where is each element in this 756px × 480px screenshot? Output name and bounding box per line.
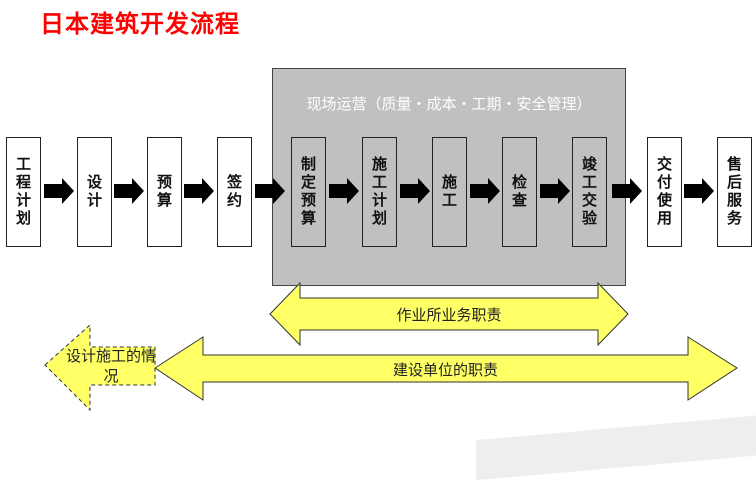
step-handover: 交付使用: [647, 137, 682, 247]
step-project-plan: 工程计划: [6, 137, 41, 247]
step-design: 设计: [77, 137, 112, 247]
flow-arrow-icon: [114, 178, 144, 204]
step-contract: 签约: [217, 137, 252, 247]
flow-arrow-icon: [470, 178, 500, 204]
step-construction: 施工: [432, 137, 467, 247]
flow-arrow-icon: [184, 178, 214, 204]
step-completion-acceptance: 竣工交验: [572, 137, 607, 247]
flow-arrow-icon: [329, 178, 359, 204]
site-operations-label: 现场运营（质量・成本・工期・安全管理）: [306, 95, 592, 113]
responsibility-bands: [44, 281, 738, 412]
owner-responsibility-arrow: [154, 336, 738, 401]
owner-responsibility-label: 建设单位的职责: [392, 361, 498, 379]
flow-arrow-icon: [540, 178, 570, 204]
step-after-sales: 售后服务: [717, 137, 752, 247]
step-budget: 预算: [147, 137, 182, 247]
flow-arrow-icon: [684, 178, 714, 204]
step-inspection: 检查: [502, 137, 537, 247]
page-title: 日本建筑开发流程: [40, 10, 240, 38]
flow-arrow-icon: [44, 178, 74, 204]
flow-arrow-icon: [612, 178, 642, 204]
flow-arrow-icon: [400, 178, 430, 204]
step-make-budget: 制定预算: [291, 137, 326, 247]
design-construction-label: 设计施工的情况: [66, 347, 157, 385]
office-responsibility-arrow: [269, 281, 629, 347]
design-construction-arrow: [44, 323, 156, 412]
office-responsibility-label: 作业所业务职责: [396, 306, 502, 324]
flow-arrow-icon: [255, 178, 285, 204]
step-construction-plan: 施工计划: [362, 137, 397, 247]
